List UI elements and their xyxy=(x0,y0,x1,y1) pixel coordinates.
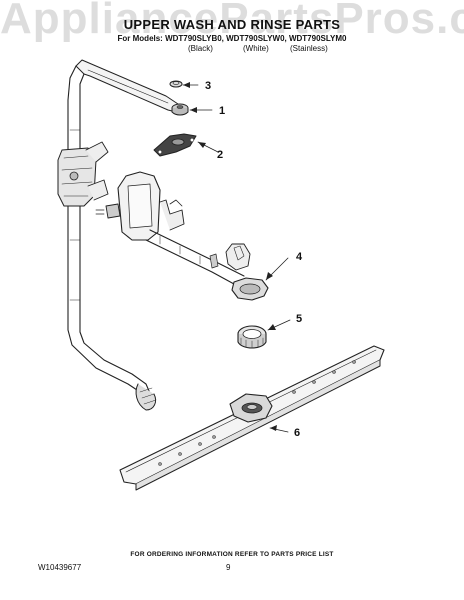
callout-3: 3 xyxy=(205,80,211,92)
document-number: W10439677 xyxy=(38,563,82,572)
callout-1: 1 xyxy=(219,105,225,117)
leader-arrows xyxy=(183,82,277,431)
bearing-ring-part xyxy=(237,325,267,349)
callout-4: 4 xyxy=(296,251,303,263)
washer-part xyxy=(169,80,183,88)
finish-black: (Black) xyxy=(188,44,213,53)
supply-tube xyxy=(57,59,179,411)
ordering-note: FOR ORDERING INFORMATION REFER TO PARTS … xyxy=(130,551,334,558)
bracket-part xyxy=(153,133,197,157)
manifold-part xyxy=(95,171,269,301)
callout-2: 2 xyxy=(217,149,223,161)
callout-6: 6 xyxy=(294,427,300,439)
watermark-text: AppliancePartsPros.com xyxy=(0,0,464,43)
hub-nut-part xyxy=(171,103,189,116)
model-list: For Models: WDT790SLYB0, WDT790SLYW0, WD… xyxy=(117,34,347,43)
finish-white: (White) xyxy=(243,44,269,53)
page-number: 9 xyxy=(226,563,231,572)
callout-5: 5 xyxy=(296,313,302,325)
spray-arm-part xyxy=(119,345,385,491)
page-title: UPPER WASH AND RINSE PARTS xyxy=(123,17,341,32)
finish-stainless: (Stainless) xyxy=(290,44,328,53)
